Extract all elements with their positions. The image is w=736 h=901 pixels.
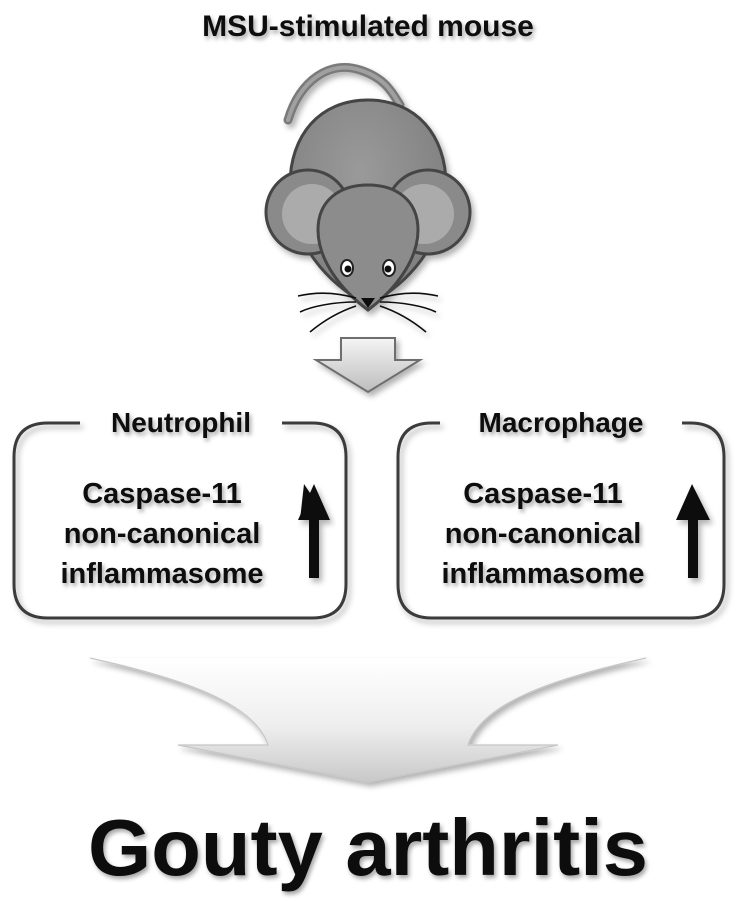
cell-name-macrophage: Macrophage bbox=[479, 407, 644, 438]
diagram-title: MSU-stimulated mouse bbox=[202, 10, 534, 43]
up-arrow-icon bbox=[676, 484, 710, 578]
converging-arrow bbox=[89, 657, 647, 783]
cell-box-neutrophil: Neutrophil Caspase-11 non-canonical infl… bbox=[12, 407, 348, 620]
outcome-label: Gouty arthritis bbox=[88, 803, 648, 892]
mouse-nose bbox=[361, 298, 375, 308]
mouse-head bbox=[316, 183, 420, 312]
cell-box-macrophage-border bbox=[396, 421, 726, 620]
cell-line-1-neutrophil: Caspase-11 bbox=[82, 478, 242, 510]
mouse-whiskers bbox=[297, 292, 439, 333]
cell-line-2-macrophage: non-canonical bbox=[445, 518, 642, 550]
cell-box-macrophage: Macrophage Caspase-11 non-canonical infl… bbox=[396, 407, 726, 620]
cell-box-neutrophil-border bbox=[12, 421, 348, 620]
cell-line-2-neutrophil: non-canonical bbox=[64, 518, 261, 550]
cell-line-1-macrophage: Caspase-11 bbox=[463, 478, 623, 510]
down-arrow-small bbox=[312, 337, 424, 394]
cell-name-neutrophil: Neutrophil bbox=[111, 407, 251, 438]
cell-line-3-neutrophil: inflammasome bbox=[60, 558, 263, 590]
mouse-illustration bbox=[264, 62, 472, 333]
cell-line-3-macrophage: inflammasome bbox=[441, 558, 644, 590]
up-arrow-icon bbox=[298, 484, 330, 578]
